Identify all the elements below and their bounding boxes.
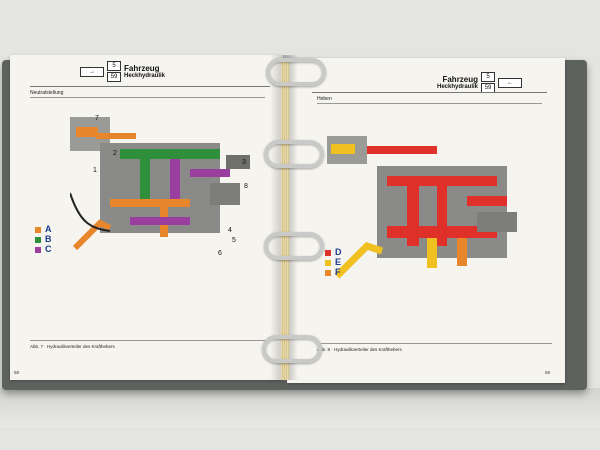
- header-rule: [30, 86, 270, 87]
- page-title: Fahrzeug: [124, 64, 160, 73]
- left-page: → 5 59 Fahrzeug Heckhydraulik Neutralste…: [10, 55, 283, 380]
- page-number: 58: [14, 370, 20, 375]
- section-label: Neutralstellung: [30, 90, 64, 96]
- page-subtitle: Heckhydraulik: [437, 84, 479, 90]
- binder-ring-lower-middle: [264, 232, 324, 260]
- page-subtitle: Heckhydraulik: [124, 73, 166, 79]
- diagram-frame-top: [317, 103, 542, 104]
- legend-swatch: [325, 249, 331, 256]
- binder-ring-upper-middle: [264, 140, 324, 168]
- table-surface: [0, 388, 600, 428]
- binder-ring-bottom: [262, 335, 322, 363]
- legend-swatch: [35, 226, 41, 233]
- legend-swatch: [35, 246, 41, 253]
- left-page-header: → 5 59 Fahrzeug Heckhydraulik: [80, 61, 165, 82]
- legend-lift: D E F: [325, 248, 342, 277]
- header-rule: [312, 92, 547, 93]
- right-page: Fahrzeug Heckhydraulik 5 59 ← Heben D: [287, 58, 565, 383]
- caption-rule: [317, 343, 552, 344]
- caption-rule: [30, 340, 270, 341]
- callout-3: 3: [242, 159, 246, 166]
- legend-item-f: F: [325, 268, 342, 277]
- figure-caption: Abb. 8 · Hydraulikverteiler des Kraftheb…: [317, 347, 402, 352]
- callout-4: 4: [228, 227, 232, 234]
- callout-2: 2: [113, 150, 117, 157]
- legend-swatch: [35, 236, 41, 243]
- section-label: Heben: [317, 96, 332, 102]
- section-number: 59: [107, 72, 121, 82]
- legend-swatch: [325, 259, 331, 266]
- binder-ring-top: [266, 58, 326, 86]
- legend-item-e: E: [325, 258, 342, 267]
- legend-item-d: D: [325, 248, 342, 257]
- hydraulic-diagram-neutral: [70, 117, 250, 251]
- callout-1: 1: [93, 167, 97, 174]
- chapter-number: 5: [481, 72, 496, 82]
- legend-item-c: C: [35, 245, 52, 254]
- figure-caption: Abb. 7 · Hydraulikverteiler des Kraftheb…: [30, 344, 115, 349]
- right-page-header: Fahrzeug Heckhydraulik 5 59 ←: [437, 72, 523, 93]
- hydraulic-diagram-lift: [327, 136, 517, 279]
- diagram-frame-top: [30, 97, 265, 98]
- callout-8: 8: [244, 183, 248, 190]
- legend-item-a: A: [35, 225, 52, 234]
- callout-5: 5: [232, 237, 236, 244]
- header-arrow-box: ←: [498, 77, 523, 88]
- callout-6: 6: [218, 250, 222, 257]
- header-arrow-box: →: [80, 66, 104, 77]
- page-title: Fahrzeug: [442, 75, 479, 84]
- legend-swatch: [325, 269, 331, 276]
- legend-neutral: A B C: [35, 225, 52, 254]
- chapter-number: 5: [107, 61, 121, 71]
- page-number: 59: [545, 370, 551, 375]
- callout-7: 7: [95, 115, 99, 122]
- legend-item-b: B: [35, 235, 52, 244]
- page-stack: [281, 60, 289, 380]
